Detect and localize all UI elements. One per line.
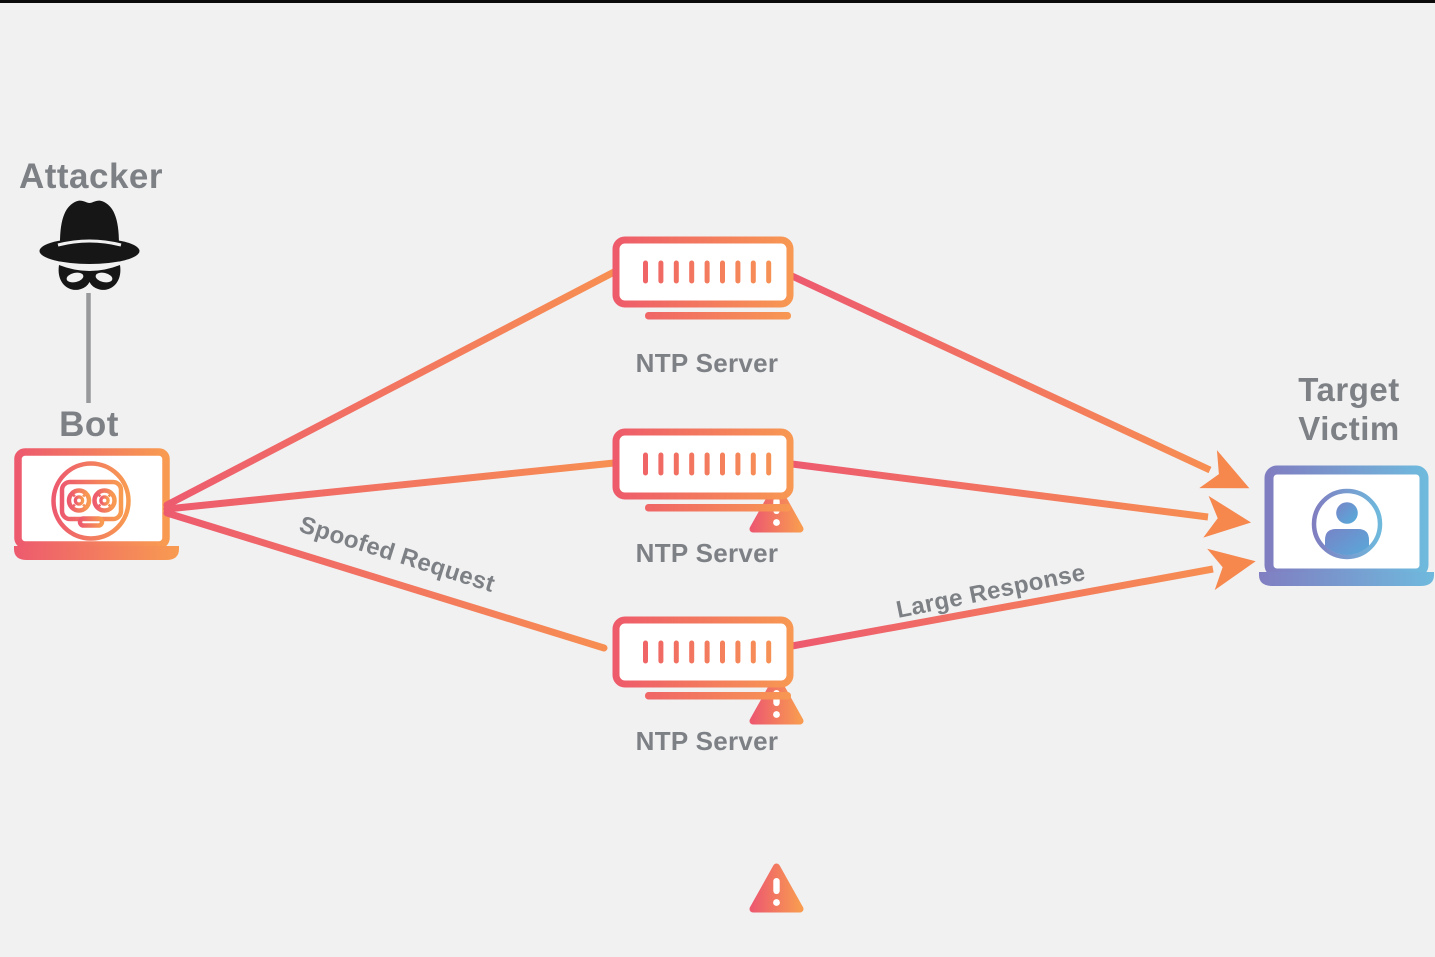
laptop-base — [1259, 572, 1434, 586]
server-rack-icon — [612, 616, 794, 688]
bot-laptop-icon — [14, 448, 179, 560]
server-led-slots — [643, 640, 772, 664]
server-rack-icon — [612, 428, 794, 500]
server-shadow-bar — [645, 504, 791, 512]
request-line-1 — [163, 267, 620, 509]
target-victim-label: Target Victim — [1261, 370, 1435, 448]
ntp-server-node-3 — [612, 616, 804, 913]
warning-triangle-icon — [749, 863, 804, 913]
target-victim-label-line2: Victim — [1298, 410, 1400, 447]
top-border-strip — [0, 0, 1435, 3]
user-avatar-icon — [1311, 488, 1383, 560]
laptop-base — [14, 546, 179, 560]
response-arrow-2 — [791, 460, 1252, 538]
target-victim-label-line1: Target — [1298, 371, 1400, 408]
attacker-label: Attacker — [18, 157, 164, 196]
victim-laptop-icon — [1259, 465, 1434, 586]
ntp-server-node-2 — [612, 428, 804, 725]
robot-face-icon — [51, 461, 131, 541]
ntp-server-label-1: NTP Server — [635, 348, 779, 378]
server-shadow-bar — [645, 312, 791, 320]
ntp-server-label-3: NTP Server — [635, 726, 779, 756]
request-line-2 — [163, 459, 618, 513]
request-line-3 — [163, 509, 608, 652]
ntp-server-node-1 — [612, 236, 804, 533]
server-shadow-bar — [645, 692, 791, 700]
response-arrow-3 — [791, 548, 1256, 650]
response-arrow-1 — [790, 272, 1250, 489]
laptop-screen — [14, 448, 170, 549]
warning-triangle-icon — [749, 675, 804, 725]
ntp-server-label-2: NTP Server — [635, 538, 779, 568]
spy-hat-mask-icon — [39, 200, 140, 290]
bot-label: Bot — [59, 405, 119, 444]
server-rack-icon — [612, 236, 794, 308]
server-led-slots — [643, 452, 772, 476]
server-led-slots — [643, 260, 772, 284]
